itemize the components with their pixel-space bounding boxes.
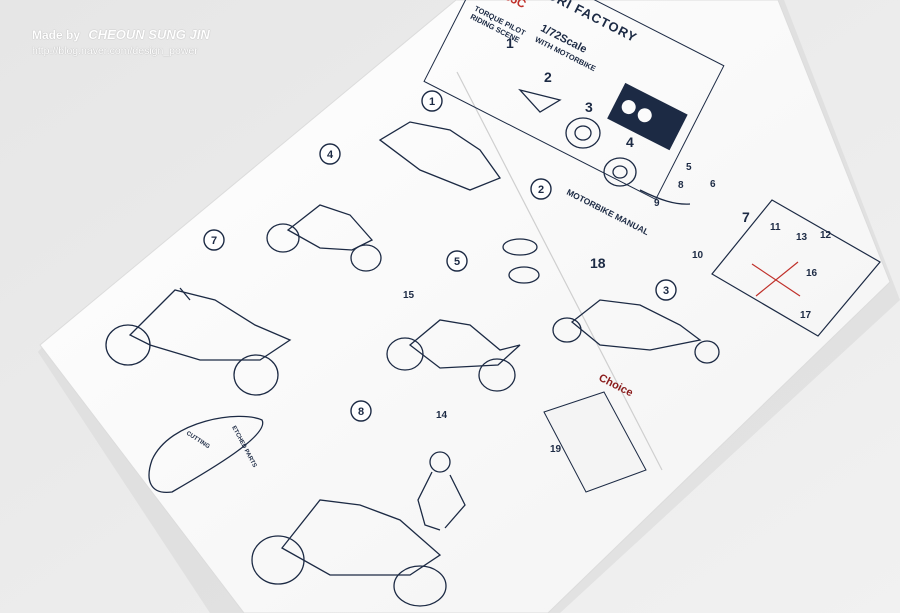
step-number: 3	[663, 285, 669, 297]
part-number: 3	[585, 99, 593, 115]
step-number: 1	[429, 96, 435, 108]
part-number: 9	[654, 198, 660, 209]
step-circle-3	[655, 279, 677, 301]
motorbike-illustrations	[105, 88, 720, 607]
part-number: 6	[710, 179, 716, 190]
part-number: 4	[626, 134, 634, 150]
credit-prefix: Made by	[32, 28, 81, 42]
part-number: 17	[800, 310, 812, 321]
part-number: 19	[550, 444, 562, 455]
part-number: 12	[820, 230, 832, 241]
credit-author: CHEOUN SUNG JIN	[88, 27, 210, 42]
credit-url: http://blog.naver.com/design_power	[32, 44, 198, 57]
step-number: 2	[538, 184, 544, 196]
part-number: 8	[678, 180, 684, 191]
step-circle-2	[530, 178, 552, 200]
step-circle-1	[421, 90, 443, 112]
step-circle-8	[350, 400, 372, 422]
part-number: 11	[770, 222, 781, 233]
detail-inset	[543, 391, 647, 493]
part-number: 16	[806, 268, 818, 279]
part-number: 5	[686, 162, 692, 173]
part-number: 14	[436, 410, 448, 421]
step-number: 7	[211, 235, 217, 247]
part-number: 13	[796, 232, 808, 243]
step-number: 8	[358, 406, 364, 418]
part-number: 10	[692, 250, 704, 261]
step-markers	[203, 90, 677, 422]
detail-box	[711, 199, 881, 337]
photo-credit: Made by CHEOUN SUNG JIN http://blog.nave…	[32, 27, 210, 57]
step-number: 5	[454, 256, 460, 268]
instruction-sheet	[39, 0, 891, 613]
part-number: 15	[403, 290, 415, 301]
step-number: 4	[327, 149, 334, 161]
step-circle-7	[203, 229, 225, 251]
step-circle-5	[446, 250, 468, 272]
part-number: 7	[742, 209, 750, 225]
part-number: 18	[590, 255, 606, 271]
part-number: 1	[506, 35, 514, 51]
part-number: 2	[544, 69, 552, 85]
step-circle-4	[319, 143, 341, 165]
sheet-fold	[456, 71, 663, 471]
